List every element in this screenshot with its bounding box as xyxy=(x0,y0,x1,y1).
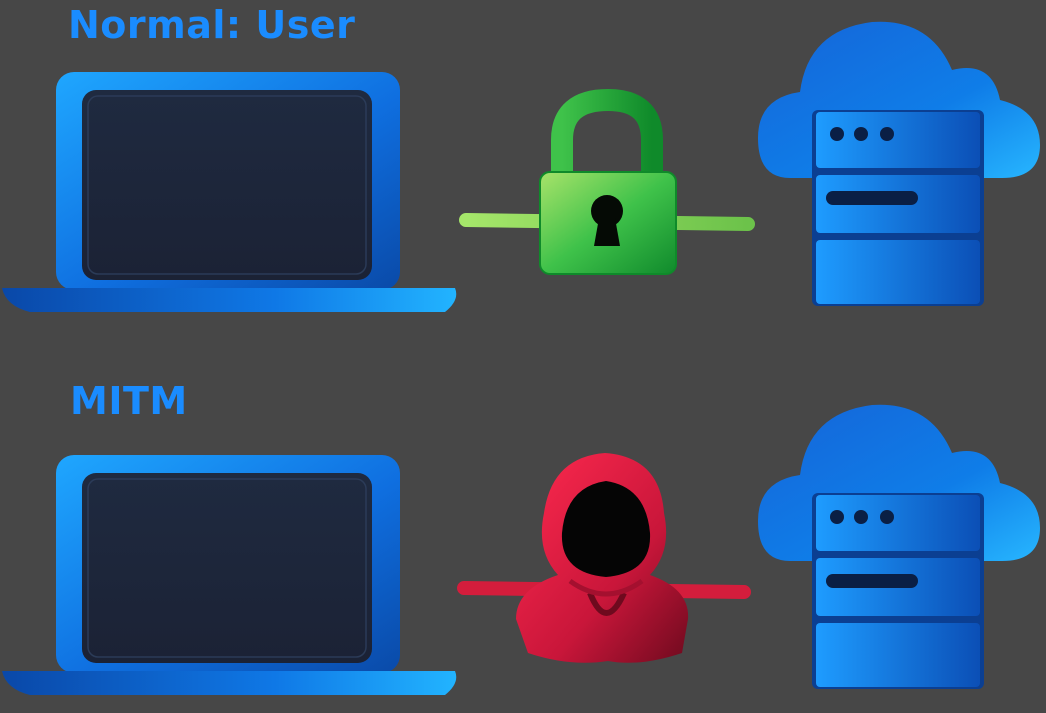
hooded-hacker-icon xyxy=(516,453,689,663)
mitm-connection-row xyxy=(0,383,1046,713)
normal-user-title: Normal: User xyxy=(68,3,356,47)
normal-connection-row xyxy=(0,0,1046,330)
laptop-icon xyxy=(2,455,457,695)
section-divider xyxy=(72,349,1015,355)
laptop-icon xyxy=(2,72,457,312)
cloud-server-icon xyxy=(758,21,1040,306)
mitm-title: MITM xyxy=(70,379,188,423)
padlock-icon xyxy=(539,88,677,275)
cloud-server-icon xyxy=(758,404,1040,689)
